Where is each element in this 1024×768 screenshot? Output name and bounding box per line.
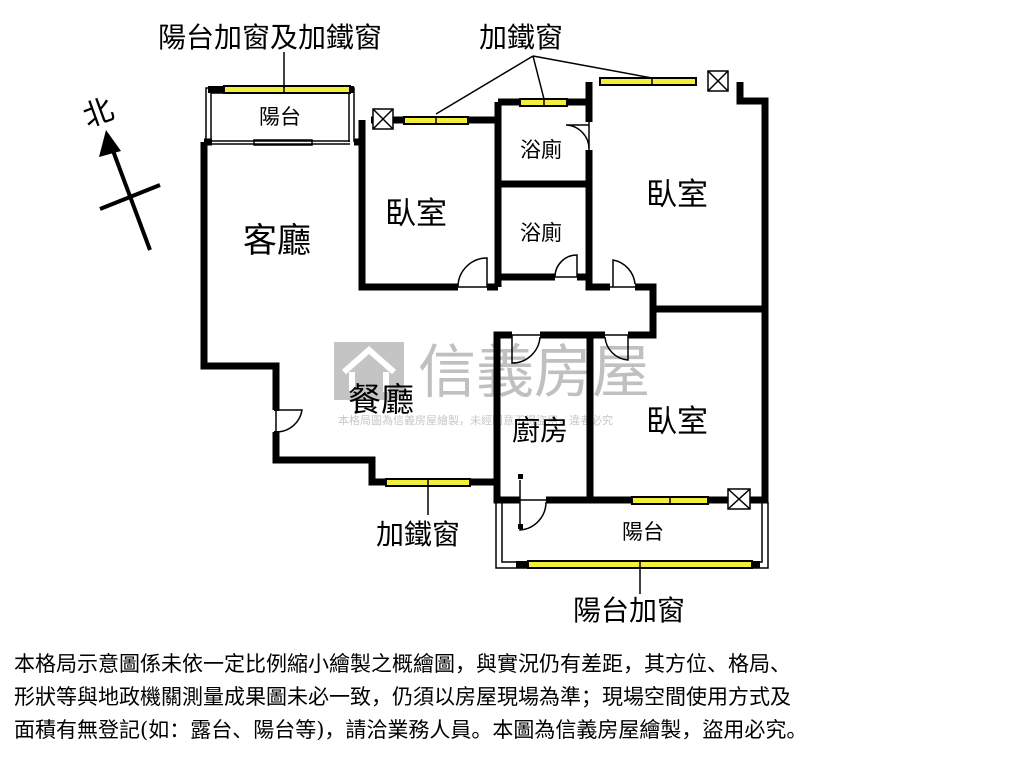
north-label: 北	[78, 92, 118, 135]
disclaimer-line-3: 面積有無登記(如：露台、陽台等)，請洽業務人員。本圖為信義房屋繪製，盜用必究。	[14, 718, 808, 742]
floor-plan: 信義房屋 本格局圖為信義房屋繪製，未經同意不得盜用，違者必究	[78, 21, 769, 627]
disclaimer-line-2: 形狀等與地政機關測量成果圖未必一致，仍須以房屋現場為準；現場空間使用方式及	[14, 685, 791, 709]
sliding-door	[212, 139, 350, 146]
window-dividers	[283, 78, 671, 568]
watermark: 信義房屋 本格局圖為信義房屋繪製，未經同意不得盜用，違者必究	[334, 338, 650, 427]
room-balcony-bottom: 陽台	[622, 520, 664, 544]
duct-boxes	[372, 70, 751, 510]
room-dining: 餐廳	[348, 380, 414, 419]
room-bathroom-2: 浴廁	[520, 221, 562, 245]
room-bathroom-1: 浴廁	[520, 138, 562, 162]
north-arrow-shaft	[110, 147, 152, 251]
room-living: 客廳	[243, 221, 311, 261]
window-bedroom-2	[599, 77, 697, 86]
doors	[275, 122, 636, 531]
walls	[200, 82, 769, 504]
callout-leaders	[283, 52, 653, 594]
window-top-balcony	[223, 85, 351, 94]
room-bedroom-1: 臥室	[385, 196, 447, 232]
callout-bottom-right: 陽台加窗	[573, 594, 685, 627]
north-arrow-crossbar	[99, 183, 161, 211]
north-arrow: 北	[78, 92, 161, 251]
watermark-notice: 本格局圖為信義房屋繪製，未經同意不得盜用，違者必究	[338, 413, 613, 427]
room-balcony-top: 陽台	[259, 105, 301, 129]
room-bedroom-3: 臥室	[646, 404, 708, 440]
disclaimer-line-1: 本格局示意圖係未依一定比例縮小繪製之概繪圖，與實況仍有差距，其方位、格局、	[14, 652, 791, 676]
callout-bottom-left: 加鐵窗	[376, 518, 460, 551]
room-bedroom-2: 臥室	[646, 177, 708, 213]
disclaimer: 本格局示意圖係未依一定比例縮小繪製之概繪圖，與實況仍有差距，其方位、格局、 形狀…	[14, 648, 1014, 747]
callout-top-left: 陽台加窗及加鐵窗	[158, 21, 382, 54]
callout-top-middle: 加鐵窗	[479, 21, 563, 54]
north-arrow-head-icon	[99, 130, 121, 157]
room-kitchen: 廚房	[512, 414, 568, 447]
windows	[223, 77, 753, 569]
watermark-brand: 信義房屋	[418, 338, 650, 406]
